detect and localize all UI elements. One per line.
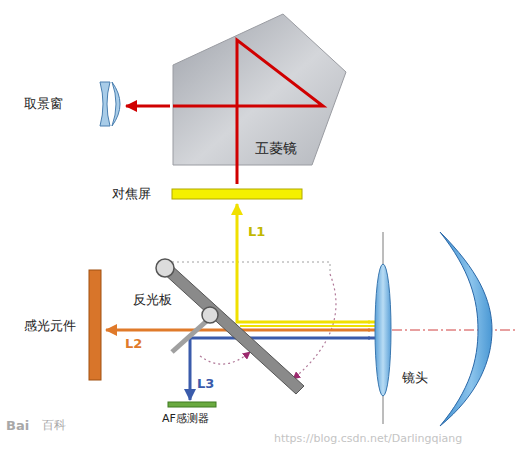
light-ray <box>126 105 170 108</box>
part-label: 镜头 <box>402 370 428 386</box>
part-label: 感光元件 <box>24 318 76 334</box>
watermark-url: https://blog.csdn.net/Darlingqiang <box>274 432 462 445</box>
watermark: 百科 <box>42 418 66 432</box>
ray-label: L3 <box>196 376 215 392</box>
swing-path <box>172 262 330 272</box>
lens: 镜头 <box>370 228 498 428</box>
swing-arc <box>293 274 336 379</box>
part-label: 对焦屏 <box>112 186 151 202</box>
reflex-mirror-shape <box>128 250 314 400</box>
focus-screen: 对焦屏 <box>108 184 304 204</box>
part-label: 取景窗 <box>24 96 63 112</box>
part-label: 反光板 <box>133 292 172 308</box>
af-sensor: AF感测器 <box>158 400 228 430</box>
viewfinder: 取景窗 <box>20 78 126 132</box>
pentaprism: 五菱镜 <box>170 12 350 168</box>
image-sensor: 感光元件 <box>20 268 106 382</box>
reflex-mirror: 反光板 <box>128 250 314 400</box>
lens-shape <box>370 228 498 428</box>
part-label: 五菱镜 <box>255 140 297 157</box>
ray-line <box>240 325 383 327</box>
swing-arc <box>200 352 250 364</box>
optical-axis <box>392 330 516 331</box>
ray-label: L1 <box>247 224 266 240</box>
ray-label: L2 <box>124 336 143 352</box>
light-ray <box>237 204 370 322</box>
watermark: Bai <box>6 418 29 434</box>
part-label: AF感测器 <box>162 412 209 425</box>
light-ray <box>236 168 239 184</box>
